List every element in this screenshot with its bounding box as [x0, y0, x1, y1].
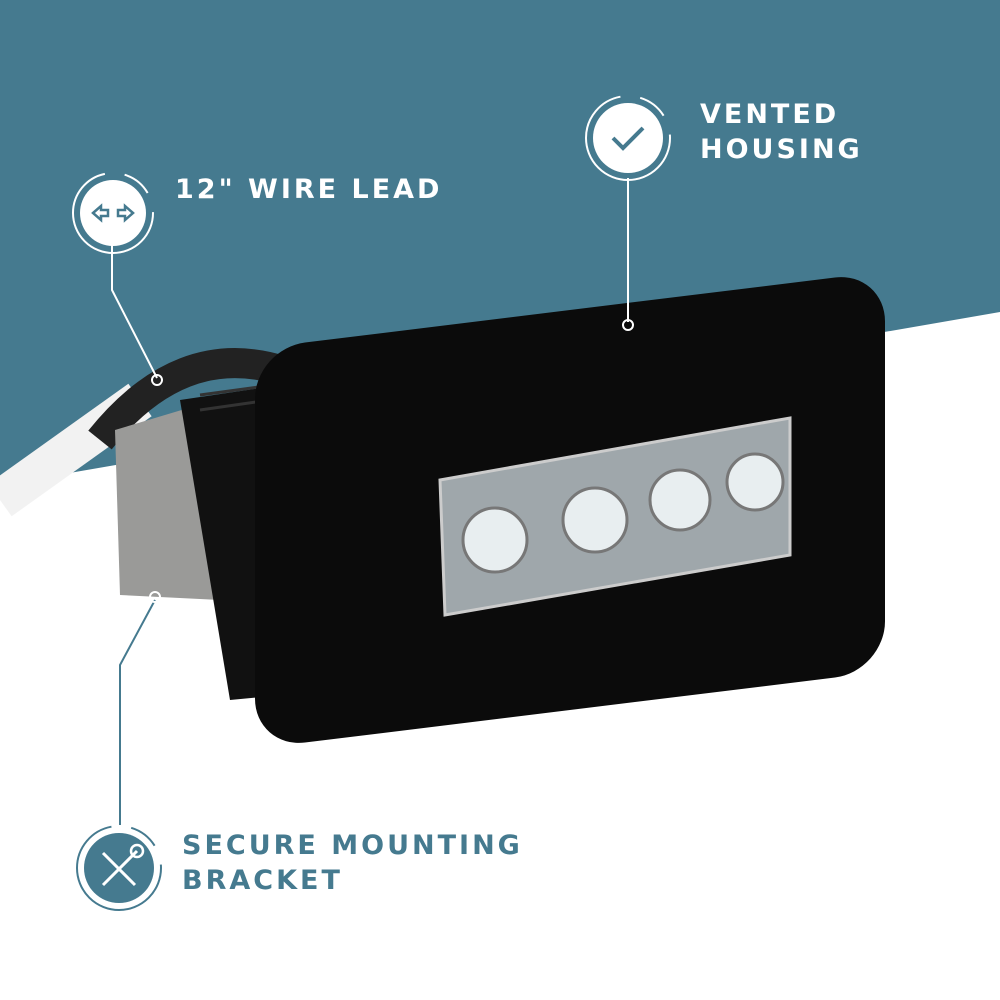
double-arrow-icon	[72, 172, 154, 254]
checkmark-icon	[585, 95, 671, 181]
led-4	[725, 452, 785, 512]
led-2	[561, 486, 629, 554]
led-3	[648, 468, 712, 532]
callout-wire-lead: 12" WIRE LEAD	[175, 174, 443, 205]
led-1	[461, 506, 529, 574]
wrench-screwdriver-icon	[76, 825, 162, 911]
